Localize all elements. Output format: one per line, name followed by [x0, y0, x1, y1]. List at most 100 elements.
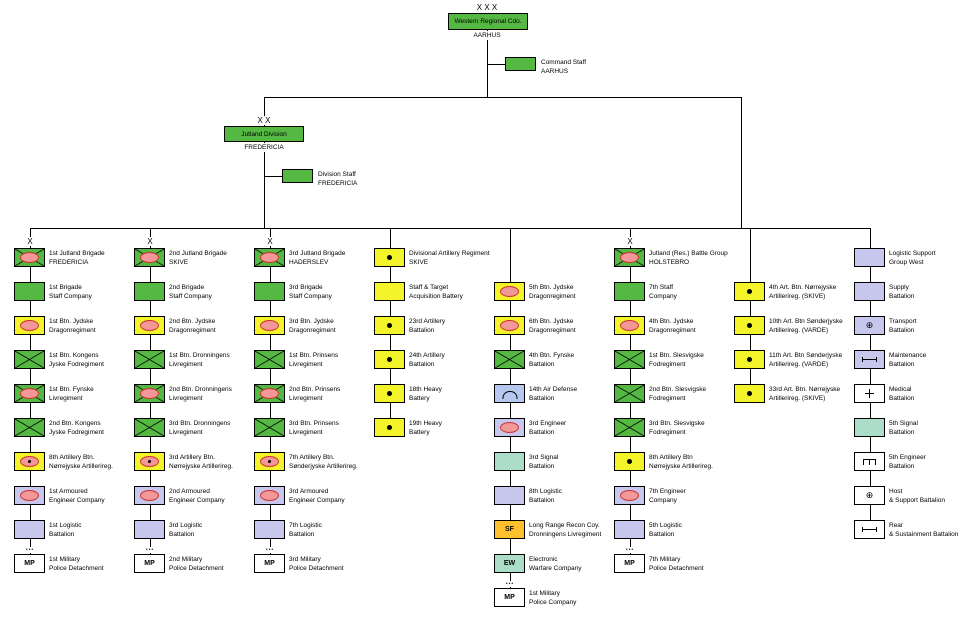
unit-symbol-mp: MP	[134, 554, 165, 573]
unit-label-line2: Fodregiment	[649, 429, 686, 436]
unit-badge-text: EW	[503, 559, 516, 567]
unit-symbol-inf	[254, 350, 285, 369]
unit-label-line2: & Sustainment Battalion	[889, 531, 959, 538]
unit-label-line2: Artillerireg. (SKIVE)	[769, 395, 826, 402]
unit-label-line2: Battery	[409, 429, 430, 436]
unit-label-line1: 4th Btn. Jydske	[649, 318, 694, 325]
unit-symbol-mp: MP	[254, 554, 285, 573]
maintenance-icon	[862, 357, 877, 362]
unit-symbol-armeng	[14, 486, 45, 505]
unit-label-line2: Nørrejyske Artillerireg.	[169, 463, 233, 470]
unit-label-line2: Battalion	[409, 361, 435, 368]
unit-label: 7th Artillery Btn.Sønderjyske Artillerir…	[289, 453, 358, 471]
unit-label-line1: 7th Logistic	[289, 522, 322, 529]
unit-label-line2: Dragonregiment	[169, 327, 216, 334]
unit-badge-text: MP	[624, 559, 635, 567]
artillery-dot-icon	[387, 323, 392, 328]
unit-symbol-log	[854, 248, 885, 267]
unit-label-line1: 5th Logistic	[649, 522, 682, 529]
armor-oval-icon	[140, 252, 159, 263]
division-staff-line1: Division Staff	[318, 171, 356, 178]
unit-label-line2: Jyske Fodregiment	[49, 361, 104, 368]
unit-symbol-mech	[614, 248, 645, 267]
armor-oval-icon	[620, 320, 639, 331]
unit-label-line2: Battalion	[529, 361, 555, 368]
armor-oval-icon	[260, 320, 279, 331]
unit-label-line1: 4th Btn. Fynske	[529, 352, 575, 359]
unit-label-line1: Host	[889, 488, 903, 495]
connector-line	[30, 228, 871, 229]
unit-label-line2: Warfare Company	[529, 565, 582, 572]
unit-label-line2: Artillerireg. (VARDE)	[769, 361, 829, 368]
unit-symbol-arty	[374, 350, 405, 369]
unit-label-line2: FREDERICIA	[49, 259, 89, 266]
unit-label-line2: Battalion	[649, 531, 675, 538]
unit-label-line1: 3rd Engineer	[529, 420, 567, 427]
artillery-dot-icon	[268, 460, 271, 463]
unit-label-line1: 1st Jutland Brigade	[49, 250, 105, 257]
unit-label-line1: 3rd Btn. Prinsens	[289, 420, 339, 427]
division-echelon: X X	[255, 116, 273, 125]
artillery-dot-icon	[387, 391, 392, 396]
unit-label-line2: Police Company	[529, 599, 577, 606]
artillery-dot-icon	[747, 391, 752, 396]
armor-oval-icon	[20, 388, 39, 399]
armor-oval-icon	[20, 320, 39, 331]
armor-oval-icon	[260, 490, 279, 501]
connector-line	[264, 97, 742, 98]
unit-label-line2: Battalion	[889, 395, 915, 402]
unit-label-line1: 1st Btn. Prinsens	[289, 352, 339, 359]
artillery-dot-icon	[627, 459, 632, 464]
unit-label-line1: 3rd Jutland Brigade	[289, 250, 346, 257]
armor-oval-icon	[260, 388, 279, 399]
armor-oval-icon	[20, 456, 39, 467]
brigade-echelon-mark: X	[265, 237, 275, 246]
unit-symbol-armor	[614, 316, 645, 335]
unit-label-line1: 1st Btn. Jydske	[49, 318, 94, 325]
unit-symbol-armor	[254, 316, 285, 335]
connector-line	[487, 64, 505, 65]
unit-symbol-inf	[614, 384, 645, 403]
unit-label-line2: Company	[649, 497, 677, 504]
unit-label: 3rd Artillery Btn.Nørrejyske Artillerire…	[169, 453, 233, 471]
unit-label-line2: Battalion	[409, 327, 435, 334]
unit-label-line1: 24th Artillery	[409, 352, 445, 359]
unit-label-line1: 7th Engineer	[649, 488, 686, 495]
unit-label-line1: Medical	[889, 386, 912, 393]
unit-label-line2: Dragonregiment	[649, 327, 696, 334]
division-location: FREDERICIA	[242, 143, 286, 152]
unit-label-line2: Battalion	[529, 429, 555, 436]
unit-label-line2: Police Detachment	[49, 565, 104, 572]
command-staff-label: Command Staff AARHUS	[541, 58, 586, 76]
unit-symbol-inf	[614, 418, 645, 437]
medical-cross-icon	[865, 389, 874, 398]
unit-label-line1: Staff & Target	[409, 284, 449, 291]
rear-sustainment-icon	[862, 527, 877, 532]
artillery-dot-icon	[387, 425, 392, 430]
armor-oval-icon	[20, 490, 39, 501]
unit-label-line1: 23rd Artillery	[409, 318, 446, 325]
unit-label-line2: Livregiment	[169, 429, 203, 436]
connector-line	[510, 228, 511, 598]
unit-label-line2: Police Detachment	[649, 565, 704, 572]
unit-label: Host& Support Battalion	[889, 487, 945, 505]
division-staff-label: Division Staff FREDERICIA	[318, 170, 357, 188]
unit-label-line2: Dronningens Livregiment	[529, 531, 602, 538]
unit-label-line1: 4th Art. Btn. Nørrejyske	[769, 284, 837, 291]
